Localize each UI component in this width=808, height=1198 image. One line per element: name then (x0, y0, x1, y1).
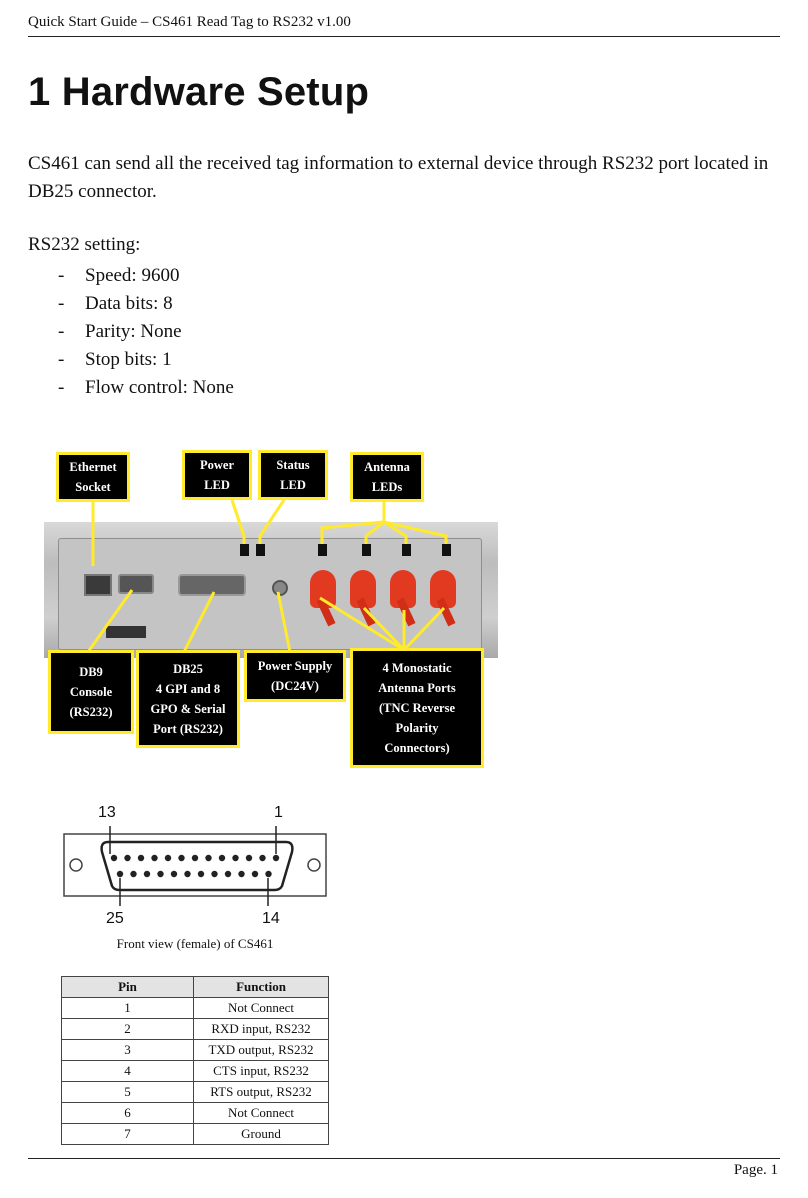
function-cell: TXD output, RS232 (193, 1039, 329, 1061)
pin-cell: 5 (61, 1081, 194, 1103)
connector-caption: Front view (female) of CS461 (116, 936, 274, 951)
page-number: Page. 1 (733, 1162, 778, 1178)
callout-db25-port: DB25 4 GPI and 8 GPO & Serial Port (RS23… (136, 650, 240, 748)
connector-outline (63, 826, 327, 906)
power-led (240, 544, 249, 556)
function-cell: CTS input, RS232 (193, 1060, 329, 1082)
callout-ethernet-socket: Ethernet Socket (56, 452, 130, 502)
pin-label: 25 (106, 910, 124, 927)
callout-db9-console: DB9 Console (RS232) (48, 650, 134, 734)
callout-power-supply: Power Supply (DC24V) (244, 650, 346, 702)
section-title: 1 Hardware Setup (28, 70, 370, 114)
column-header: Function (193, 976, 329, 998)
pin-cell: 7 (61, 1123, 194, 1145)
footer-divider (28, 1158, 780, 1159)
rs232-setting-label: RS232 setting: (28, 234, 141, 255)
pin-label: 14 (262, 910, 280, 927)
function-cell: RTS output, RS232 (193, 1081, 329, 1103)
function-cell: Not Connect (193, 1102, 329, 1124)
intro-paragraph: CS461 can send all the received tag info… (28, 153, 769, 202)
callout-power-led: Power LED (182, 450, 252, 500)
function-cell: RXD input, RS232 (193, 1018, 329, 1040)
antenna-led (318, 544, 327, 556)
hardware-rear-panel-figure: Ethernet Socket Power LED Status LED Ant… (44, 448, 498, 770)
pin-cell: 1 (61, 997, 194, 1019)
callout-status-led: Status LED (258, 450, 328, 500)
db9-port (118, 574, 154, 594)
callout-antenna-leds: Antenna LEDs (350, 452, 424, 502)
pin-label: 1 (274, 804, 283, 821)
callout-antenna-ports: 4 Monostatic Antenna Ports (TNC Reverse … (350, 648, 484, 768)
page-header: Quick Start Guide – CS461 Read Tag to RS… (28, 14, 351, 30)
antenna-led (442, 544, 451, 556)
panel-bracket (106, 626, 146, 638)
antenna-led (362, 544, 371, 556)
function-cell: Ground (193, 1123, 329, 1145)
pin-cell: 6 (61, 1102, 194, 1124)
status-led (256, 544, 265, 556)
header-divider (28, 36, 780, 37)
db25-connector-diagram: 13 1 25 14 Front view (female) of CS461 (62, 800, 328, 960)
ethernet-port (84, 574, 112, 596)
pin-cell: 2 (61, 1018, 194, 1040)
table-header-row: Pin Function (61, 976, 329, 998)
column-header: Pin (61, 976, 194, 998)
antenna-led (402, 544, 411, 556)
pin-label: 13 (98, 804, 116, 821)
function-cell: Not Connect (193, 997, 329, 1019)
pin-cell: 4 (61, 1060, 194, 1082)
pin-cell: 3 (61, 1039, 194, 1061)
callout-leader-lines (86, 499, 448, 653)
